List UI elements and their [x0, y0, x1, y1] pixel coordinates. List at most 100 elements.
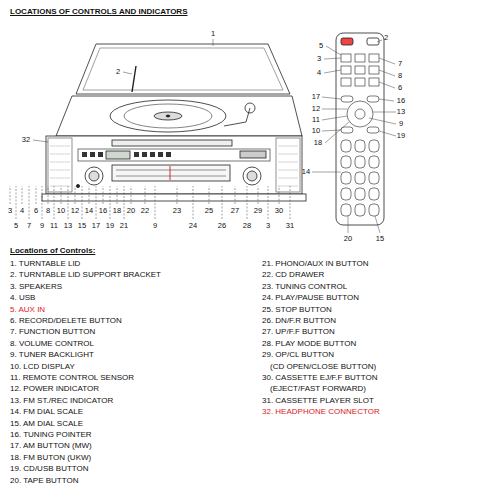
leader-line — [131, 186, 132, 204]
leader-line — [36, 186, 37, 204]
list-item: 26. DN/F.R BUTTON — [262, 317, 336, 325]
leader-line — [213, 39, 214, 46]
leader-line — [322, 109, 347, 110]
list-item: 12. POWER INDICATOR — [10, 385, 99, 393]
list-item: 31. CASSETTE PLAYER SLOT — [262, 397, 374, 405]
leader-line — [379, 82, 395, 88]
callout-number: 14 — [85, 207, 93, 215]
callout-number: 4 — [20, 207, 24, 215]
leader-line — [29, 186, 30, 219]
list-item: 25. STOP BUTTON — [262, 306, 332, 314]
callout-number: 13 — [64, 222, 72, 230]
list-item: 1. TURNTABLE LID — [10, 260, 80, 268]
leader-line — [75, 186, 76, 204]
leader-line — [379, 58, 395, 64]
list-item: 15. AM DIAL SCALE — [10, 420, 83, 428]
callout-number: 11 — [312, 116, 320, 124]
callout-number: 15 — [78, 222, 86, 230]
callout-number: 8 — [398, 72, 402, 80]
leader-line — [68, 186, 69, 219]
callout-number: 32 — [22, 136, 30, 144]
list-item: 32. HEADPHONE CONNECTOR — [262, 408, 380, 416]
leader-line — [117, 186, 118, 204]
callout-number: 9 — [40, 222, 44, 230]
list-item: 21. PHONO/AUX IN BUTTON — [262, 260, 369, 268]
leader-line — [324, 70, 341, 73]
leader-line — [193, 186, 194, 219]
callout-number: 17 — [92, 222, 100, 230]
leader-line — [54, 186, 55, 219]
list-item: 11. REMOTE CONTROL SENSOR — [10, 374, 134, 382]
section-heading: Locations of Controls: — [10, 247, 95, 255]
callout-number: 14 — [302, 168, 310, 176]
leader-line — [312, 172, 341, 173]
leader-line — [123, 72, 132, 74]
callout-number: 19 — [397, 132, 405, 140]
list-item: 29. OP/CL BUTTON — [262, 351, 334, 359]
list-item: 23. TUNING CONTROL — [262, 283, 347, 291]
callout-number: 11 — [50, 222, 58, 230]
list-item: 3. SPEAKERS — [10, 283, 62, 291]
callout-number: 30 — [275, 207, 283, 215]
callout-number: 3 — [266, 222, 270, 230]
list-item: 7. FUNCTION BUTTON — [10, 328, 95, 336]
leader-line — [222, 186, 223, 219]
leader-line — [177, 186, 178, 204]
leader-line — [348, 216, 349, 233]
list-item: 4. USB — [10, 294, 35, 302]
list-item: 16. TUNING POINTER — [10, 431, 92, 439]
leader-line — [322, 97, 341, 99]
list-item: 28. PLAY MODE BUTTON — [262, 340, 356, 348]
leader-line — [48, 186, 49, 204]
list-item: 19. CD/USB BUTTON — [10, 465, 89, 473]
leader-line — [377, 40, 382, 42]
callout-number: 17 — [312, 93, 320, 101]
leader-line — [209, 186, 210, 204]
leader-line — [373, 112, 396, 113]
leader-line — [155, 186, 156, 219]
leader-line — [279, 186, 280, 204]
list-item: 6. RECORD/DELETE BUTTON — [10, 317, 122, 325]
list-item: 14. FM DIAL SCALE — [10, 408, 83, 416]
callout-number: 2 — [116, 68, 120, 76]
leader-line — [16, 186, 17, 219]
leader-line — [61, 186, 62, 204]
leader-line — [103, 186, 104, 204]
callout-number: 1 — [211, 30, 215, 38]
leader-line — [22, 186, 23, 204]
callout-number: 10 — [57, 207, 65, 215]
leader-line — [258, 186, 259, 204]
callout-number: 3 — [8, 207, 12, 215]
leader-line — [268, 186, 269, 219]
callout-number: 23 — [173, 207, 181, 215]
callout-number: 25 — [205, 207, 213, 215]
list-item: 8. VOLUME CONTROL — [10, 340, 94, 348]
list-item: 9. TUNER BACKLIGHT — [10, 351, 94, 359]
list-item: 5. AUX IN — [10, 306, 45, 314]
callout-number: 24 — [189, 222, 197, 230]
leader-line — [235, 186, 236, 204]
leader-line — [379, 131, 396, 136]
callout-number: 6 — [34, 207, 38, 215]
leader-line — [10, 186, 11, 204]
callout-number: 20 — [344, 235, 352, 243]
callout-number: 3 — [317, 55, 321, 63]
leader-line — [369, 118, 396, 124]
callout-number: 4 — [317, 69, 321, 77]
leader-line — [379, 70, 395, 76]
leader-line — [145, 186, 146, 204]
leader-line — [326, 46, 341, 55]
leader-line — [290, 186, 291, 219]
callout-number: 9 — [399, 120, 403, 128]
callout-number: 29 — [254, 207, 262, 215]
callout-number: 5 — [14, 222, 18, 230]
leader-line — [82, 186, 83, 219]
list-item: 2. TURNTABLE LID SUPPORT BRACKET — [10, 271, 161, 279]
callout-number: 16 — [99, 207, 107, 215]
callout-number: 22 — [141, 207, 149, 215]
callout-number: 15 — [376, 235, 384, 243]
list-item: 24. PLAY/PAUSE BUTTON — [262, 294, 359, 302]
callout-number: 5 — [319, 42, 323, 50]
leader-line — [379, 99, 394, 101]
